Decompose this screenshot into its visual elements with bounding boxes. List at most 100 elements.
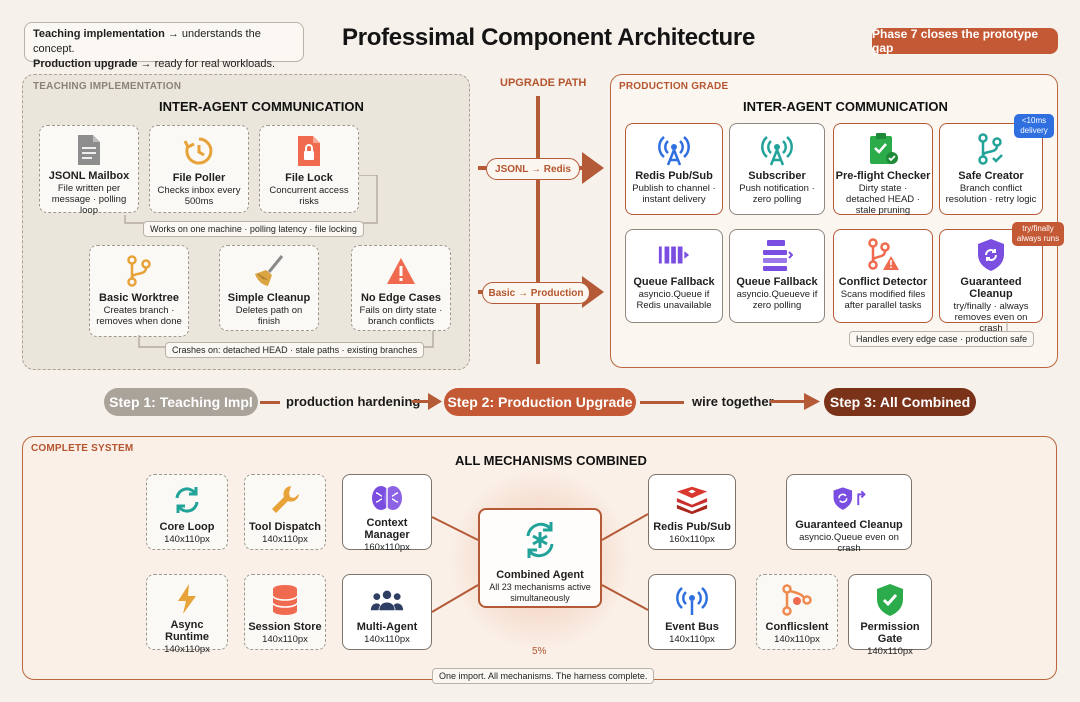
branch-check-icon (974, 132, 1008, 166)
clock-refresh-icon (182, 134, 216, 168)
card-desc: Fails on dirty state · branch conflicts (359, 305, 443, 327)
card-title: Queue Fallback (633, 276, 715, 288)
note-line2-rest: → ready for real workloads. (137, 58, 276, 70)
branch-warning-icon (866, 238, 900, 272)
production-panel-label: PRODUCTION GRADE (619, 81, 729, 92)
upgrade-path-line (536, 96, 540, 364)
card-desc: Dirty state · detached HEAD · stale prun… (846, 183, 920, 216)
complete-panel-label: COMPLETE SYSTEM (31, 443, 134, 454)
card-size: 140x110px (774, 634, 820, 645)
delivery-tag: <10ms delivery (1014, 114, 1054, 138)
card-desc: asyncio.Queue if Redis unavailable (636, 289, 712, 311)
card-desc: try/finally · always removes even on cra… (953, 301, 1029, 334)
card-conflicslent: Conflicslent 140x110px (756, 574, 838, 650)
card-file-lock: File Lock Concurrent access risks (259, 125, 359, 213)
database-icon (268, 583, 302, 617)
card-title: Queue Fallback (736, 276, 818, 288)
card-title: Tool Dispatch (249, 521, 321, 533)
card-size: 140x110px (262, 534, 308, 545)
card-preflight-checker: Pre-flight Checker Dirty state · detache… (833, 123, 933, 216)
card-conflict-detector: Conflict Detector Scans modified files a… (833, 229, 933, 323)
card-title: Pre-flight Checker (835, 170, 931, 182)
shield-return-icon (832, 483, 866, 515)
file-lock-icon (292, 134, 326, 168)
document-icon (72, 134, 106, 166)
card-redis-pubsub-combined: Redis Pub/Sub 160x110px (648, 474, 736, 550)
warning-icon (384, 254, 418, 288)
card-desc: Concurrent access risks (269, 185, 349, 207)
card-title: Simple Cleanup (227, 292, 311, 304)
card-title: Core Loop (159, 521, 215, 533)
card-permission-gate: Permission Gate 140x110px (848, 574, 932, 657)
step-link-2: wire together (692, 394, 774, 409)
card-async-runtime: Async Runtime 140x110px (146, 574, 228, 655)
step-arrow-1 (412, 393, 442, 410)
note-line1-rest: → understands the concept. (33, 28, 261, 55)
card-safe-creator: Safe Creator Branch conflict resolution … (939, 123, 1043, 215)
stack-queue-icon (760, 238, 794, 272)
teaching-heading: INTER-AGENT COMMUNICATION (159, 99, 364, 114)
card-title: File Lock (285, 172, 333, 184)
page-title: Professimal Component Architecture (342, 24, 755, 51)
card-title: Subscriber (748, 170, 806, 182)
card-title: Async Runtime (165, 619, 209, 643)
step-arrow-2 (770, 393, 820, 410)
card-multi-agent: Multi-Agent 140x110px (342, 574, 432, 650)
card-desc: Publish to channel · instant delivery (632, 183, 716, 205)
card-desc: Deletes path on finish (235, 305, 303, 327)
conflict-branch-icon (780, 583, 814, 617)
card-title: Session Store (248, 621, 322, 633)
card-title: Redis Pub/Sub (653, 521, 731, 533)
step-connector (640, 401, 684, 404)
card-guaranteed-cleanup-combined: Guaranteed Cleanup asyncio.Queue even on… (786, 474, 912, 554)
step-2-pill: Step 2: Production Upgrade (444, 388, 636, 416)
pill-jsonl-redis: JSONL → Redis (486, 158, 580, 180)
redis-icon (675, 483, 709, 517)
step-3-pill: Step 3: All Combined (824, 388, 976, 416)
phase-badge: Phase 7 closes the prototype gap (872, 27, 1058, 55)
wrench-icon (268, 483, 302, 517)
card-context-manager: Context Manager 160x110px (342, 474, 432, 553)
card-title: Safe Creator (958, 170, 1024, 182)
loop-icon (170, 483, 204, 517)
combined-title: Combined Agent (496, 569, 584, 581)
shield-refresh-icon (974, 238, 1008, 272)
card-size: 140x110px (669, 634, 715, 645)
shield-check-icon (873, 583, 907, 617)
row1-caption: Works on one machine · polling latency ·… (143, 221, 364, 237)
production-heading: INTER-AGENT COMMUNICATION (743, 99, 948, 114)
step-link-1: production hardening (286, 394, 421, 409)
upgrade-path-label: UPGRADE PATH (500, 77, 587, 89)
combined-desc: All 23 mechanisms active simultaneously (489, 582, 591, 603)
broadcast-icon (675, 583, 709, 617)
card-desc: Branch conflict resolution · retry logic (945, 183, 1037, 205)
card-subscriber: Subscriber Push notification · zero poll… (729, 123, 825, 215)
card-jsonl-mailbox: JSONL Mailbox File written per message ·… (39, 125, 139, 216)
step-1-pill: Step 1: Teaching Impl (104, 388, 258, 416)
card-desc: Scans modified files after parallel task… (840, 289, 926, 311)
card-title: Multi-Agent (356, 621, 418, 633)
step-connector (260, 401, 280, 404)
lightning-icon (170, 583, 204, 615)
card-title: Guaranteed Cleanup (960, 276, 1022, 300)
card-size: 140x110px (164, 534, 210, 545)
card-size: 140x110px (164, 644, 210, 655)
users-icon (370, 583, 404, 617)
queue-icon (657, 238, 691, 272)
complete-caption: One import. All mechanisms. The harness … (432, 668, 655, 684)
card-size: 140x110px (364, 634, 410, 645)
clipboard-check-icon (866, 132, 900, 166)
card-tool-dispatch: Tool Dispatch 140x110px (244, 474, 326, 550)
card-title: Basic Worktree (99, 292, 179, 304)
card-simple-cleanup: Simple Cleanup Deletes path on finish (219, 245, 319, 331)
card-desc: Checks inbox every 500ms (157, 185, 241, 207)
percent-label: 5% (532, 646, 547, 657)
teaching-panel-label: TEACHING IMPLEMENTATION (33, 81, 182, 92)
complete-heading: ALL MECHANISMS COMBINED (455, 453, 647, 468)
card-title: No Edge Cases (360, 292, 442, 304)
brain-icon (370, 483, 404, 513)
broadcast-tower-icon (657, 132, 691, 166)
intro-note: Teaching implementation → understands th… (24, 22, 304, 70)
asterisk-cycle-icon (520, 520, 560, 565)
broom-icon (252, 254, 286, 288)
